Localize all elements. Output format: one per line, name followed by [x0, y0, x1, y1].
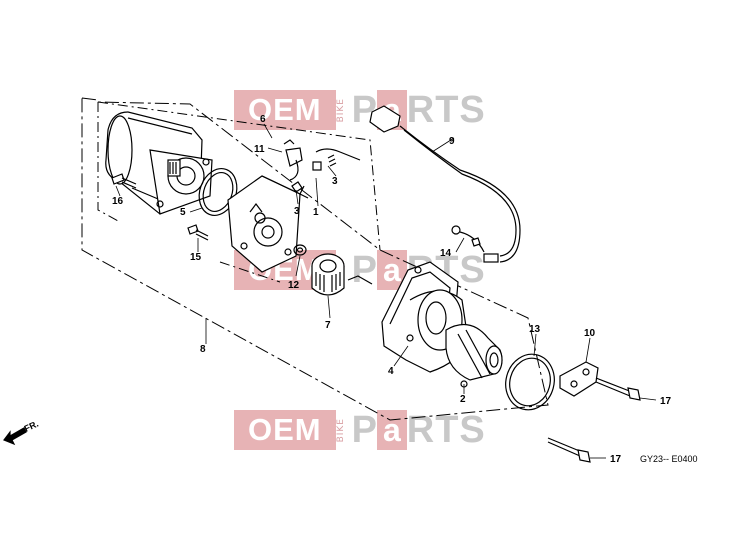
starter-clutch-7	[311, 253, 373, 296]
callout-2: 2	[460, 394, 466, 405]
watermark-p: P	[351, 408, 377, 451]
callout-8: 8	[200, 344, 206, 355]
wire-harness-9	[369, 105, 521, 263]
watermark-bottom: OEM BIKE P a RTS	[234, 408, 486, 451]
motor-body	[105, 111, 213, 215]
callout-17a: 17	[660, 396, 672, 407]
bracket-10	[559, 361, 599, 397]
inner-outline	[97, 101, 381, 251]
callout-11: 11	[254, 144, 265, 155]
drawing-code: GY23-- E0400	[640, 454, 698, 464]
callout-17b: 17	[610, 454, 622, 465]
callout-6: 6	[260, 114, 266, 125]
callout-5: 5	[180, 207, 186, 218]
callout-12: 12	[288, 280, 300, 291]
callout-15: 15	[190, 252, 202, 263]
direction-label: FR.	[23, 419, 40, 434]
callout-4: 4	[388, 366, 394, 377]
brush-parts	[283, 139, 361, 199]
callout-3a: 3	[332, 176, 338, 187]
watermark-p: P	[351, 248, 377, 291]
end-cover-1	[227, 175, 301, 273]
callout-3b: 3	[294, 206, 300, 217]
bolt-17-lower	[547, 437, 591, 463]
callout-14: 14	[440, 248, 452, 259]
callout-1: 1	[313, 207, 319, 218]
pinion-housing-2	[445, 323, 503, 388]
front-direction-arrow-icon	[3, 427, 27, 446]
watermark-oem: OEM	[234, 410, 336, 450]
bolt-15	[187, 224, 209, 241]
bolt-17-upper	[595, 377, 641, 401]
callout-16: 16	[112, 196, 124, 207]
callout-7: 7	[325, 320, 331, 331]
callout-13: 13	[529, 324, 541, 335]
watermark-rts: RTS	[406, 88, 486, 131]
watermark-rts: RTS	[406, 408, 486, 451]
washer-12	[293, 244, 307, 256]
leader-lines	[115, 123, 657, 459]
callout-10: 10	[584, 328, 596, 339]
o-ring-13	[505, 353, 555, 411]
bolt-16	[111, 173, 137, 189]
callout-9: 9	[449, 136, 455, 147]
watermark-a: a	[376, 410, 407, 450]
inner-outline-left	[97, 102, 121, 223]
